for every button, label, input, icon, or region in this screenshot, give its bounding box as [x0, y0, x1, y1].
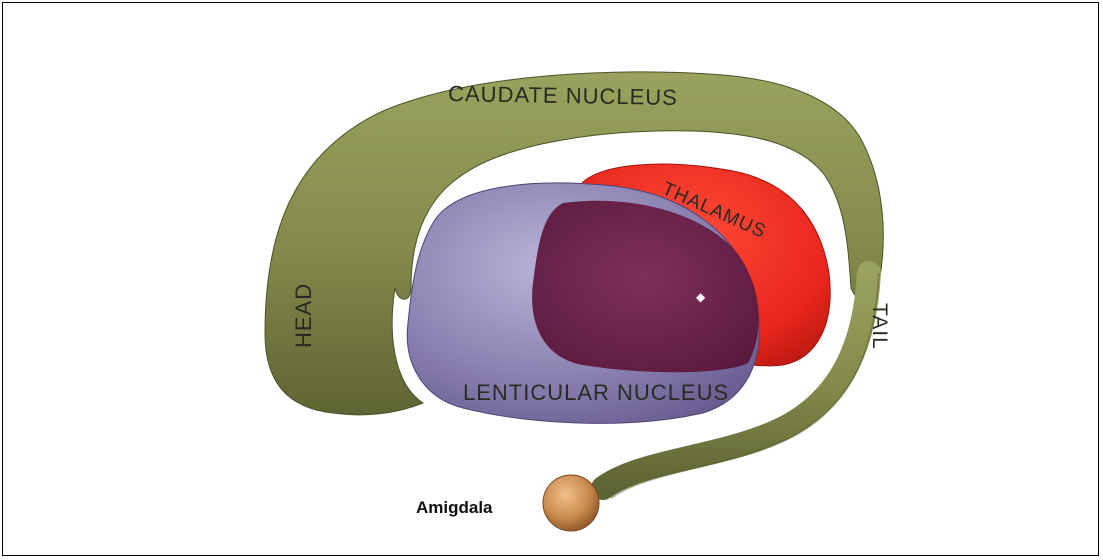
label-head: HEAD — [291, 283, 316, 348]
amygdala-shape — [543, 475, 599, 531]
label-lenticular-nucleus: LENTICULAR NUCLEUS — [463, 380, 729, 405]
label-caudate-nucleus: CAUDATE NUCLEUS — [448, 81, 678, 110]
label-amygdala: Amigdala — [416, 498, 493, 517]
label-tail: TAIL — [868, 303, 891, 350]
basal-ganglia-illustration: ◆ CAUDATE NUCLEUS THALAMUS HEAD TAIL LEN… — [3, 3, 1100, 557]
overlap-marker: ◆ — [696, 290, 706, 304]
